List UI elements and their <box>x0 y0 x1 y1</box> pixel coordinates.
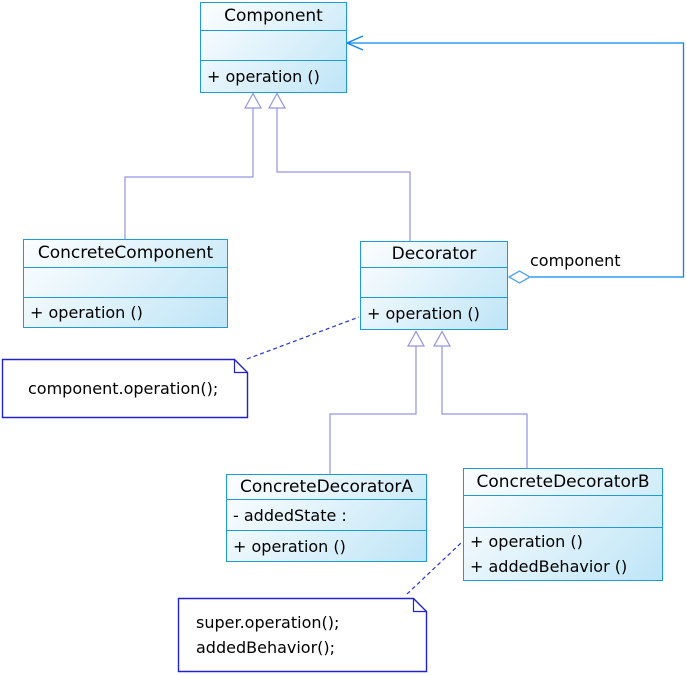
note-line: super.operation(); <box>196 613 340 632</box>
aggregation-diamond-icon <box>507 270 532 284</box>
inheritance-triangle-icon <box>267 92 287 109</box>
note-anchor-dashed-line <box>406 541 463 595</box>
class-attributes-compartment <box>464 496 662 528</box>
class-attributes-compartment <box>201 31 346 61</box>
note-fold-icon <box>412 598 427 613</box>
note-shape-decorator <box>1 358 249 419</box>
class-component[interactable]: Component + operation () <box>200 2 347 93</box>
class-decorator[interactable]: Decorator + operation () <box>360 241 508 330</box>
class-title: Decorator <box>361 242 507 268</box>
operation: + operation () <box>233 536 346 556</box>
note-anchor-dashed-line <box>246 316 360 360</box>
class-title: ConcreteDecoratorA <box>227 475 426 500</box>
open-arrowhead-icon <box>346 35 364 51</box>
class-title: ConcreteDecoratorB <box>464 469 662 496</box>
class-operations-compartment: + operation () + addedBehavior () <box>464 528 662 580</box>
class-concrete-component[interactable]: ConcreteComponent + operation () <box>23 239 228 328</box>
operation: + operation () <box>30 303 143 322</box>
class-attributes-compartment <box>361 268 507 298</box>
generalization-line <box>276 108 411 241</box>
class-title: ConcreteComponent <box>24 240 227 268</box>
generalization-line <box>124 108 254 239</box>
note-decorator[interactable]: component.operation(); <box>2 359 248 418</box>
class-attributes-compartment <box>24 268 227 298</box>
note-body <box>177 597 428 673</box>
class-operations-compartment: + operation () <box>201 61 346 92</box>
operation: + addedBehavior () <box>470 557 628 576</box>
generalization-line <box>441 346 528 468</box>
note-fold-icon <box>233 359 248 374</box>
association-decorator-component <box>346 35 685 284</box>
operation: + operation () <box>367 304 480 323</box>
note-concrete-decorator-b[interactable]: super.operation(); addedBehavior(); <box>178 598 427 672</box>
generalization-concretecomponent-component <box>124 92 263 239</box>
generalization-decorator-component <box>267 92 411 241</box>
class-concrete-decorator-b[interactable]: ConcreteDecoratorB + operation () + adde… <box>463 468 663 581</box>
operation: + operation () <box>470 532 583 551</box>
inheritance-triangle-icon <box>432 330 452 347</box>
generalization-line <box>329 346 417 474</box>
class-concrete-decorator-a[interactable]: ConcreteDecoratorA - addedState : + oper… <box>226 474 427 562</box>
generalization-concretedecoratora-decorator <box>329 330 426 474</box>
note-line: component.operation(); <box>28 379 219 398</box>
inheritance-triangle-icon <box>406 330 426 347</box>
class-operations-compartment: + operation () <box>227 531 426 561</box>
attribute: - addedState : <box>233 505 347 525</box>
class-operations-compartment: + operation () <box>361 298 507 329</box>
association-role-label: component <box>530 251 621 270</box>
note-body <box>1 358 249 419</box>
association-line <box>347 42 685 278</box>
class-operations-compartment: + operation () <box>24 298 227 327</box>
inheritance-triangle-icon <box>243 92 263 109</box>
class-attributes-compartment: - addedState : <box>227 500 426 531</box>
generalization-concretedecoratorb-decorator <box>432 330 528 468</box>
note-shape-concretedecoratorb <box>177 597 428 673</box>
operation: + operation () <box>207 67 320 86</box>
note-line: addedBehavior(); <box>196 638 336 657</box>
class-title: Component <box>201 3 346 31</box>
